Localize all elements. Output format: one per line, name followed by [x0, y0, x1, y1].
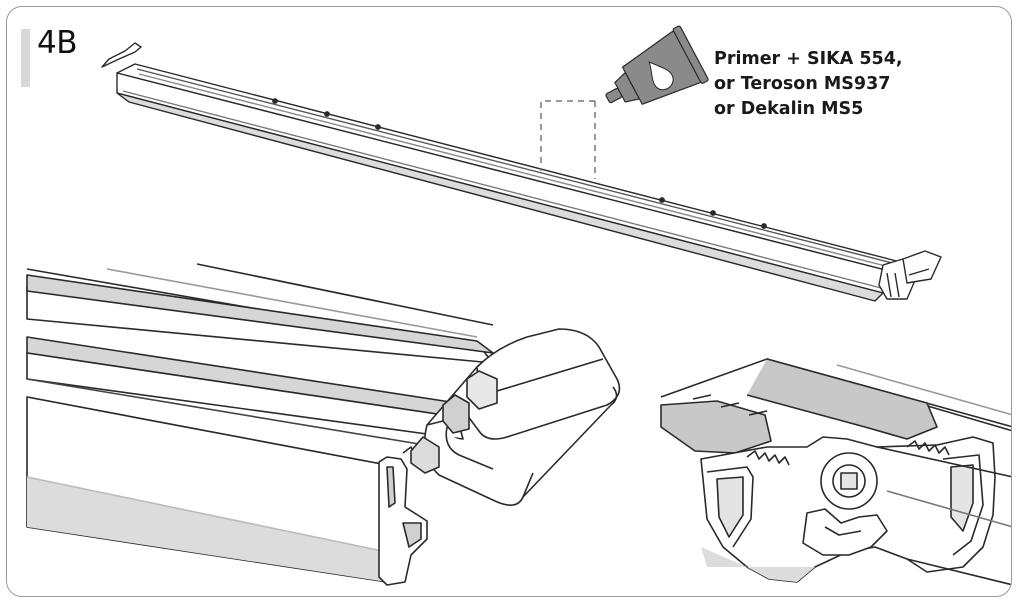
step-number: 4B [37, 25, 78, 61]
rail-end-closeup [26, 263, 621, 586]
adhesive-tube-icon [605, 25, 709, 105]
adhesive-line-2: or Teroson MS937 [714, 74, 891, 94]
diagram-frame: 4B Primer + SIKA 554, or Teroson MS937 o… [6, 6, 1012, 597]
adhesive-specification: Primer + SIKA 554, or Teroson MS937 or D… [714, 47, 903, 122]
long-rail-profile [101, 42, 942, 302]
adhesive-drop-icon [648, 61, 674, 91]
profile-cross-section [660, 358, 1011, 586]
adhesive-leader-line [540, 100, 596, 179]
assembly-illustration [26, 25, 1011, 586]
step-marker-bar [21, 29, 30, 87]
adhesive-line-3: or Dekalin MS5 [714, 99, 864, 119]
adhesive-line-1: Primer + SIKA 554, [714, 49, 903, 69]
